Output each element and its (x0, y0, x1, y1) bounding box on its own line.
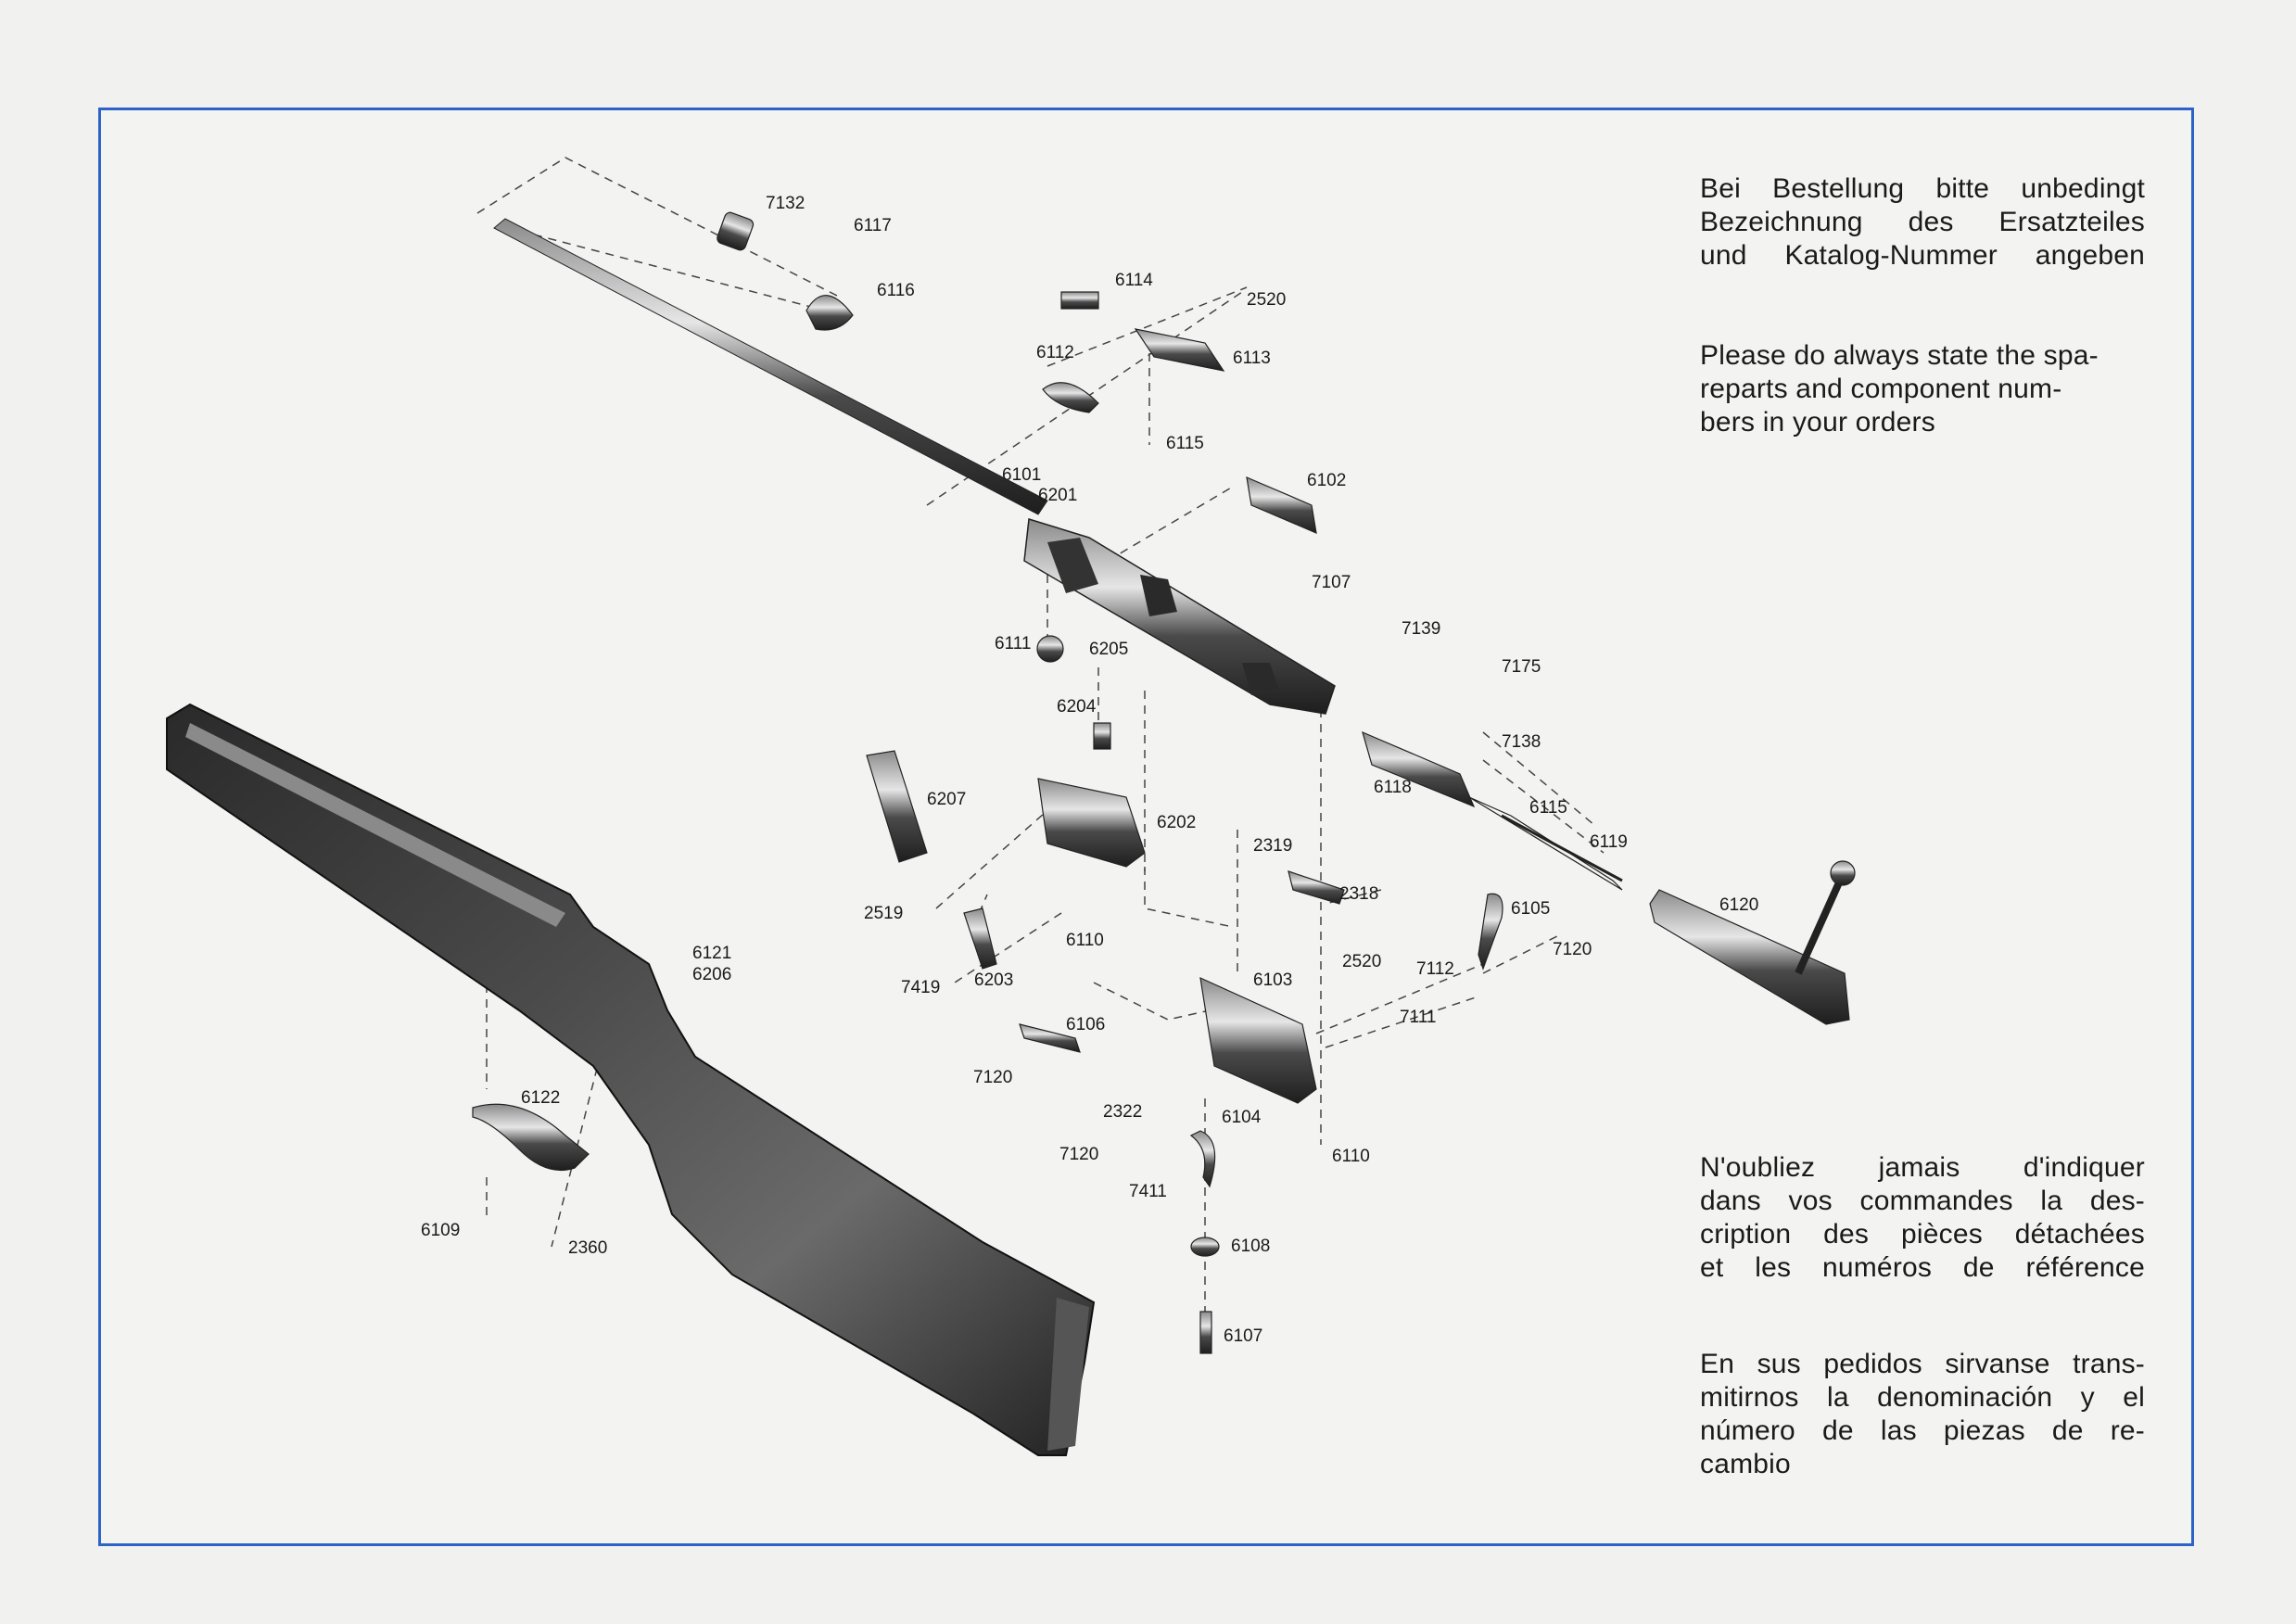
note-french-line-1: N'oubliez jamais d'indiquer (1700, 1152, 2145, 1183)
part-label-6115b: 6115 (1529, 798, 1567, 818)
stock-6121 (166, 703, 1096, 1456)
note-german-line-3: und Katalog-Nummer angeben (1700, 240, 2145, 271)
part-label-7175: 7175 (1502, 657, 1541, 677)
part-label-6107: 6107 (1224, 1326, 1262, 1346)
note-german: Bei Bestellung bitte unbedingt Bezeichnu… (1700, 172, 2145, 273)
note-french-line-2: dans vos commandes la des- (1700, 1186, 2145, 1216)
part-label-7411: 7411 (1129, 1182, 1167, 1201)
part-label-7120: 7120 (1553, 940, 1592, 959)
note-english-line-1: Please do always state the spa- (1700, 340, 2099, 371)
part-label-6106: 6106 (1066, 1015, 1105, 1034)
part-label-6122: 6122 (521, 1088, 560, 1108)
note-spanish-line-4: cambio (1700, 1449, 1791, 1479)
barrel-6101 (493, 218, 1336, 715)
part-label-6116: 6116 (877, 281, 915, 300)
note-spanish-line-1: En sus pedidos sirvanse trans- (1700, 1349, 2145, 1379)
note-english: Please do always state the spa- reparts … (1700, 339, 2145, 439)
note-english-line-2: reparts and component num- (1700, 374, 2062, 404)
part-label-6202: 6202 (1157, 813, 1196, 832)
part-label-6112: 6112 (1036, 343, 1074, 362)
note-spanish-line-3: número de las piezas de re- (1700, 1415, 2145, 1446)
note-german-line-1: Bei Bestellung bitte unbedingt (1700, 173, 2145, 204)
part-label-6121: 6121 (692, 944, 731, 963)
part-label-6108: 6108 (1231, 1237, 1270, 1256)
part-label-6206: 6206 (692, 965, 731, 984)
part-label-2520: 2520 (1247, 290, 1286, 310)
part-label-2360: 2360 (568, 1238, 607, 1258)
note-french-line-4: et les numéros de référence (1700, 1252, 2145, 1283)
note-english-line-3: bers in your orders (1700, 407, 1935, 438)
part-label-6111: 6111 (995, 634, 1031, 653)
part-label-2319: 2319 (1253, 836, 1292, 856)
part-label-6201: 6201 (1038, 486, 1077, 505)
part-label-7138: 7138 (1502, 732, 1541, 752)
part-label-6205: 6205 (1089, 640, 1128, 659)
part-label-6203: 6203 (974, 971, 1013, 990)
part-label-7132: 7132 (766, 194, 805, 213)
part-label-6114: 6114 (1115, 271, 1153, 290)
note-spanish-line-2: mitirnos la denominación y el (1700, 1382, 2145, 1413)
part-label-6105: 6105 (1511, 899, 1550, 919)
part-label-6109: 6109 (421, 1221, 460, 1240)
part-label-7107: 7107 (1312, 573, 1351, 592)
part-label-6119: 6119 (1590, 832, 1628, 852)
part-label-7111: 7111 (1400, 1008, 1436, 1027)
part-label-2318: 2318 (1339, 884, 1378, 904)
note-spanish: En sus pedidos sirvanse trans- mitirnos … (1700, 1348, 2145, 1481)
part-label-6204: 6204 (1057, 697, 1097, 717)
part-label-6101: 6101 (1002, 465, 1041, 485)
part-label-2519: 2519 (864, 904, 903, 923)
part-label-7120b: 7120 (973, 1068, 1012, 1087)
part-label-7139: 7139 (1402, 619, 1440, 639)
page-frame (98, 108, 2194, 1546)
note-french: N'oubliez jamais d'indiquer dans vos com… (1700, 1151, 2145, 1285)
part-label-6103: 6103 (1253, 971, 1292, 990)
part-label-6110: 6110 (1066, 931, 1104, 950)
part-label-2322: 2322 (1103, 1102, 1142, 1122)
part-labels: 7132 6117 6116 6114 2520 6112 6113 6115 … (421, 194, 1758, 1346)
part-label-6207: 6207 (927, 790, 966, 809)
part-label-6115: 6115 (1166, 434, 1204, 453)
note-german-line-2: Bezeichnung des Ersatzteiles (1700, 207, 2145, 237)
part-label-6118: 6118 (1374, 778, 1412, 797)
part-label-7120c: 7120 (1059, 1145, 1098, 1164)
part-label-6120: 6120 (1719, 895, 1758, 915)
small-parts (472, 211, 1856, 1354)
part-label-6104: 6104 (1222, 1108, 1262, 1127)
part-label-6113: 6113 (1233, 349, 1271, 368)
part-label-7419: 7419 (901, 978, 940, 997)
part-label-2520b: 2520 (1342, 952, 1381, 971)
part-label-6102: 6102 (1307, 471, 1346, 490)
part-label-6117: 6117 (854, 216, 892, 235)
note-french-line-3: cription des pièces détachées (1700, 1219, 2145, 1250)
part-label-7112: 7112 (1416, 959, 1454, 979)
part-label-6110b: 6110 (1332, 1147, 1370, 1166)
